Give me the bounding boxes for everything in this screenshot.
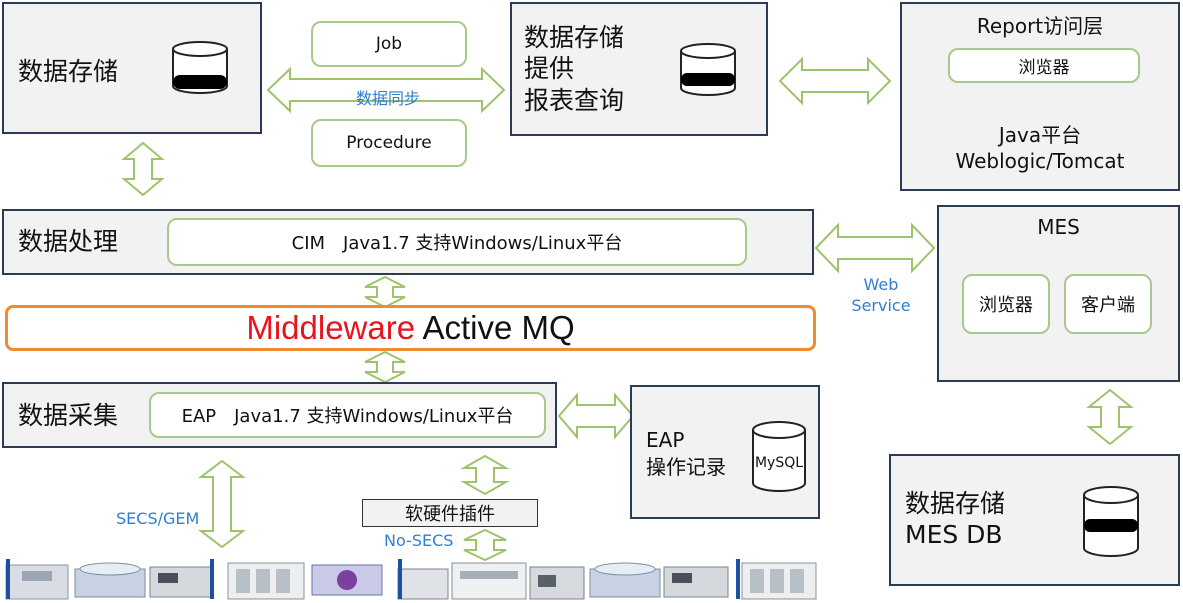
middleware-collection-arrow-icon (364, 350, 406, 384)
webservice-label-line1: Web (863, 275, 899, 294)
mes-db-line2: MES DB (905, 520, 1003, 550)
report-storage-line: 数据存储 (524, 23, 625, 52)
collection-title: 数据采集 (18, 401, 119, 430)
middleware-prefix: Middleware (246, 309, 416, 346)
processing-panel: 数据处理 CIM Java1.7 支持Windows/Linux平台 (2, 209, 814, 275)
report-platform-line2: Weblogic/Tomcat (955, 149, 1125, 173)
processing-middleware-arrow-icon (364, 275, 406, 309)
report-storage-line: 提供 (524, 54, 575, 84)
plugin-lower-arrow-icon (463, 528, 507, 562)
eap-log-text: EAP 操作记录 (646, 427, 726, 481)
eap-double-arrow-icon (557, 392, 635, 440)
collection-panel: 数据采集 EAP Java1.7 支持Windows/Linux平台 (2, 382, 557, 448)
equipment-photo (5, 559, 817, 600)
plugin-box: 软硬件插件 (362, 499, 538, 527)
webservice-label-line2: Service (851, 295, 911, 315)
mysql-database-icon (752, 421, 806, 492)
mes-client-box: 客户端 (1064, 274, 1152, 334)
database-icon (1083, 486, 1139, 557)
report-platform-line1: Java平台 (998, 123, 1082, 147)
report-layer-panel: Report访问层 浏览器 Java平台 Weblogic/Tomcat (900, 2, 1180, 191)
report-storage-panel: 数据存储 提供 报表查询 (510, 2, 768, 136)
database-icon (680, 43, 736, 96)
plugin-upper-arrow-icon (460, 454, 510, 496)
report-platform-text: Java平台 Weblogic/Tomcat (902, 122, 1178, 174)
mes-db-line1: 数据存储 (905, 489, 1006, 518)
equipment-machine (451, 562, 527, 600)
webservice-double-arrow-icon (814, 222, 936, 274)
equipment-machine (227, 562, 305, 600)
equipment-machine (311, 564, 383, 596)
webservice-label: Web Service (846, 275, 916, 317)
equipment-machine (5, 559, 69, 600)
mes-title: MES (1037, 215, 1080, 239)
report-layer-title: Report访问层 (976, 14, 1104, 38)
cim-box: CIM Java1.7 支持Windows/Linux平台 (167, 218, 747, 266)
processing-title: 数据处理 (18, 227, 119, 256)
equipment-machine (74, 562, 146, 598)
middleware-bar: Middleware Active MQ (5, 305, 816, 351)
eap-log-panel: EAP 操作记录 MySQL (630, 385, 820, 519)
secs-label: SECS/GEM (116, 509, 200, 528)
secs-vertical-arrow-icon (198, 459, 246, 549)
procedure-box: Procedure (311, 119, 467, 167)
equipment-machine (397, 559, 449, 600)
mes-panel: MES 浏览器 客户端 (937, 205, 1180, 382)
report-storage-text: 数据存储 提供 报表查询 (524, 22, 624, 116)
database-icon (172, 41, 228, 94)
report-browser-box: 浏览器 (948, 48, 1140, 83)
sync-label: 数据同步 (356, 89, 421, 108)
equipment-machine (736, 559, 817, 600)
equipment-machine (663, 566, 729, 598)
left-storage-title: 数据存储 (18, 57, 119, 86)
mes-db-text: 数据存储 MES DB (905, 488, 1005, 551)
equipment-machine (589, 562, 661, 598)
report-storage-line: 报表查询 (524, 85, 625, 115)
mes-db-panel: 数据存储 MES DB (889, 454, 1180, 586)
mysql-label: MySQL (754, 455, 804, 471)
eap-log-line1: EAP (646, 428, 685, 452)
sync-double-arrow-icon (266, 66, 506, 114)
mes-db-arrow-icon (1086, 388, 1134, 446)
job-box: Job (311, 21, 467, 67)
middleware-suffix: Active MQ (415, 309, 575, 346)
storage-processing-arrow-icon (121, 141, 165, 197)
equipment-machine (529, 566, 585, 600)
report-double-arrow-icon (778, 56, 892, 106)
nosecs-label: No-SECS (384, 531, 454, 550)
equipment-machine (149, 559, 214, 599)
left-storage-panel: 数据存储 (2, 2, 262, 134)
eap-log-line2: 操作记录 (646, 455, 726, 479)
eap-box: EAP Java1.7 支持Windows/Linux平台 (149, 392, 546, 438)
mes-browser-box: 浏览器 (962, 274, 1050, 334)
